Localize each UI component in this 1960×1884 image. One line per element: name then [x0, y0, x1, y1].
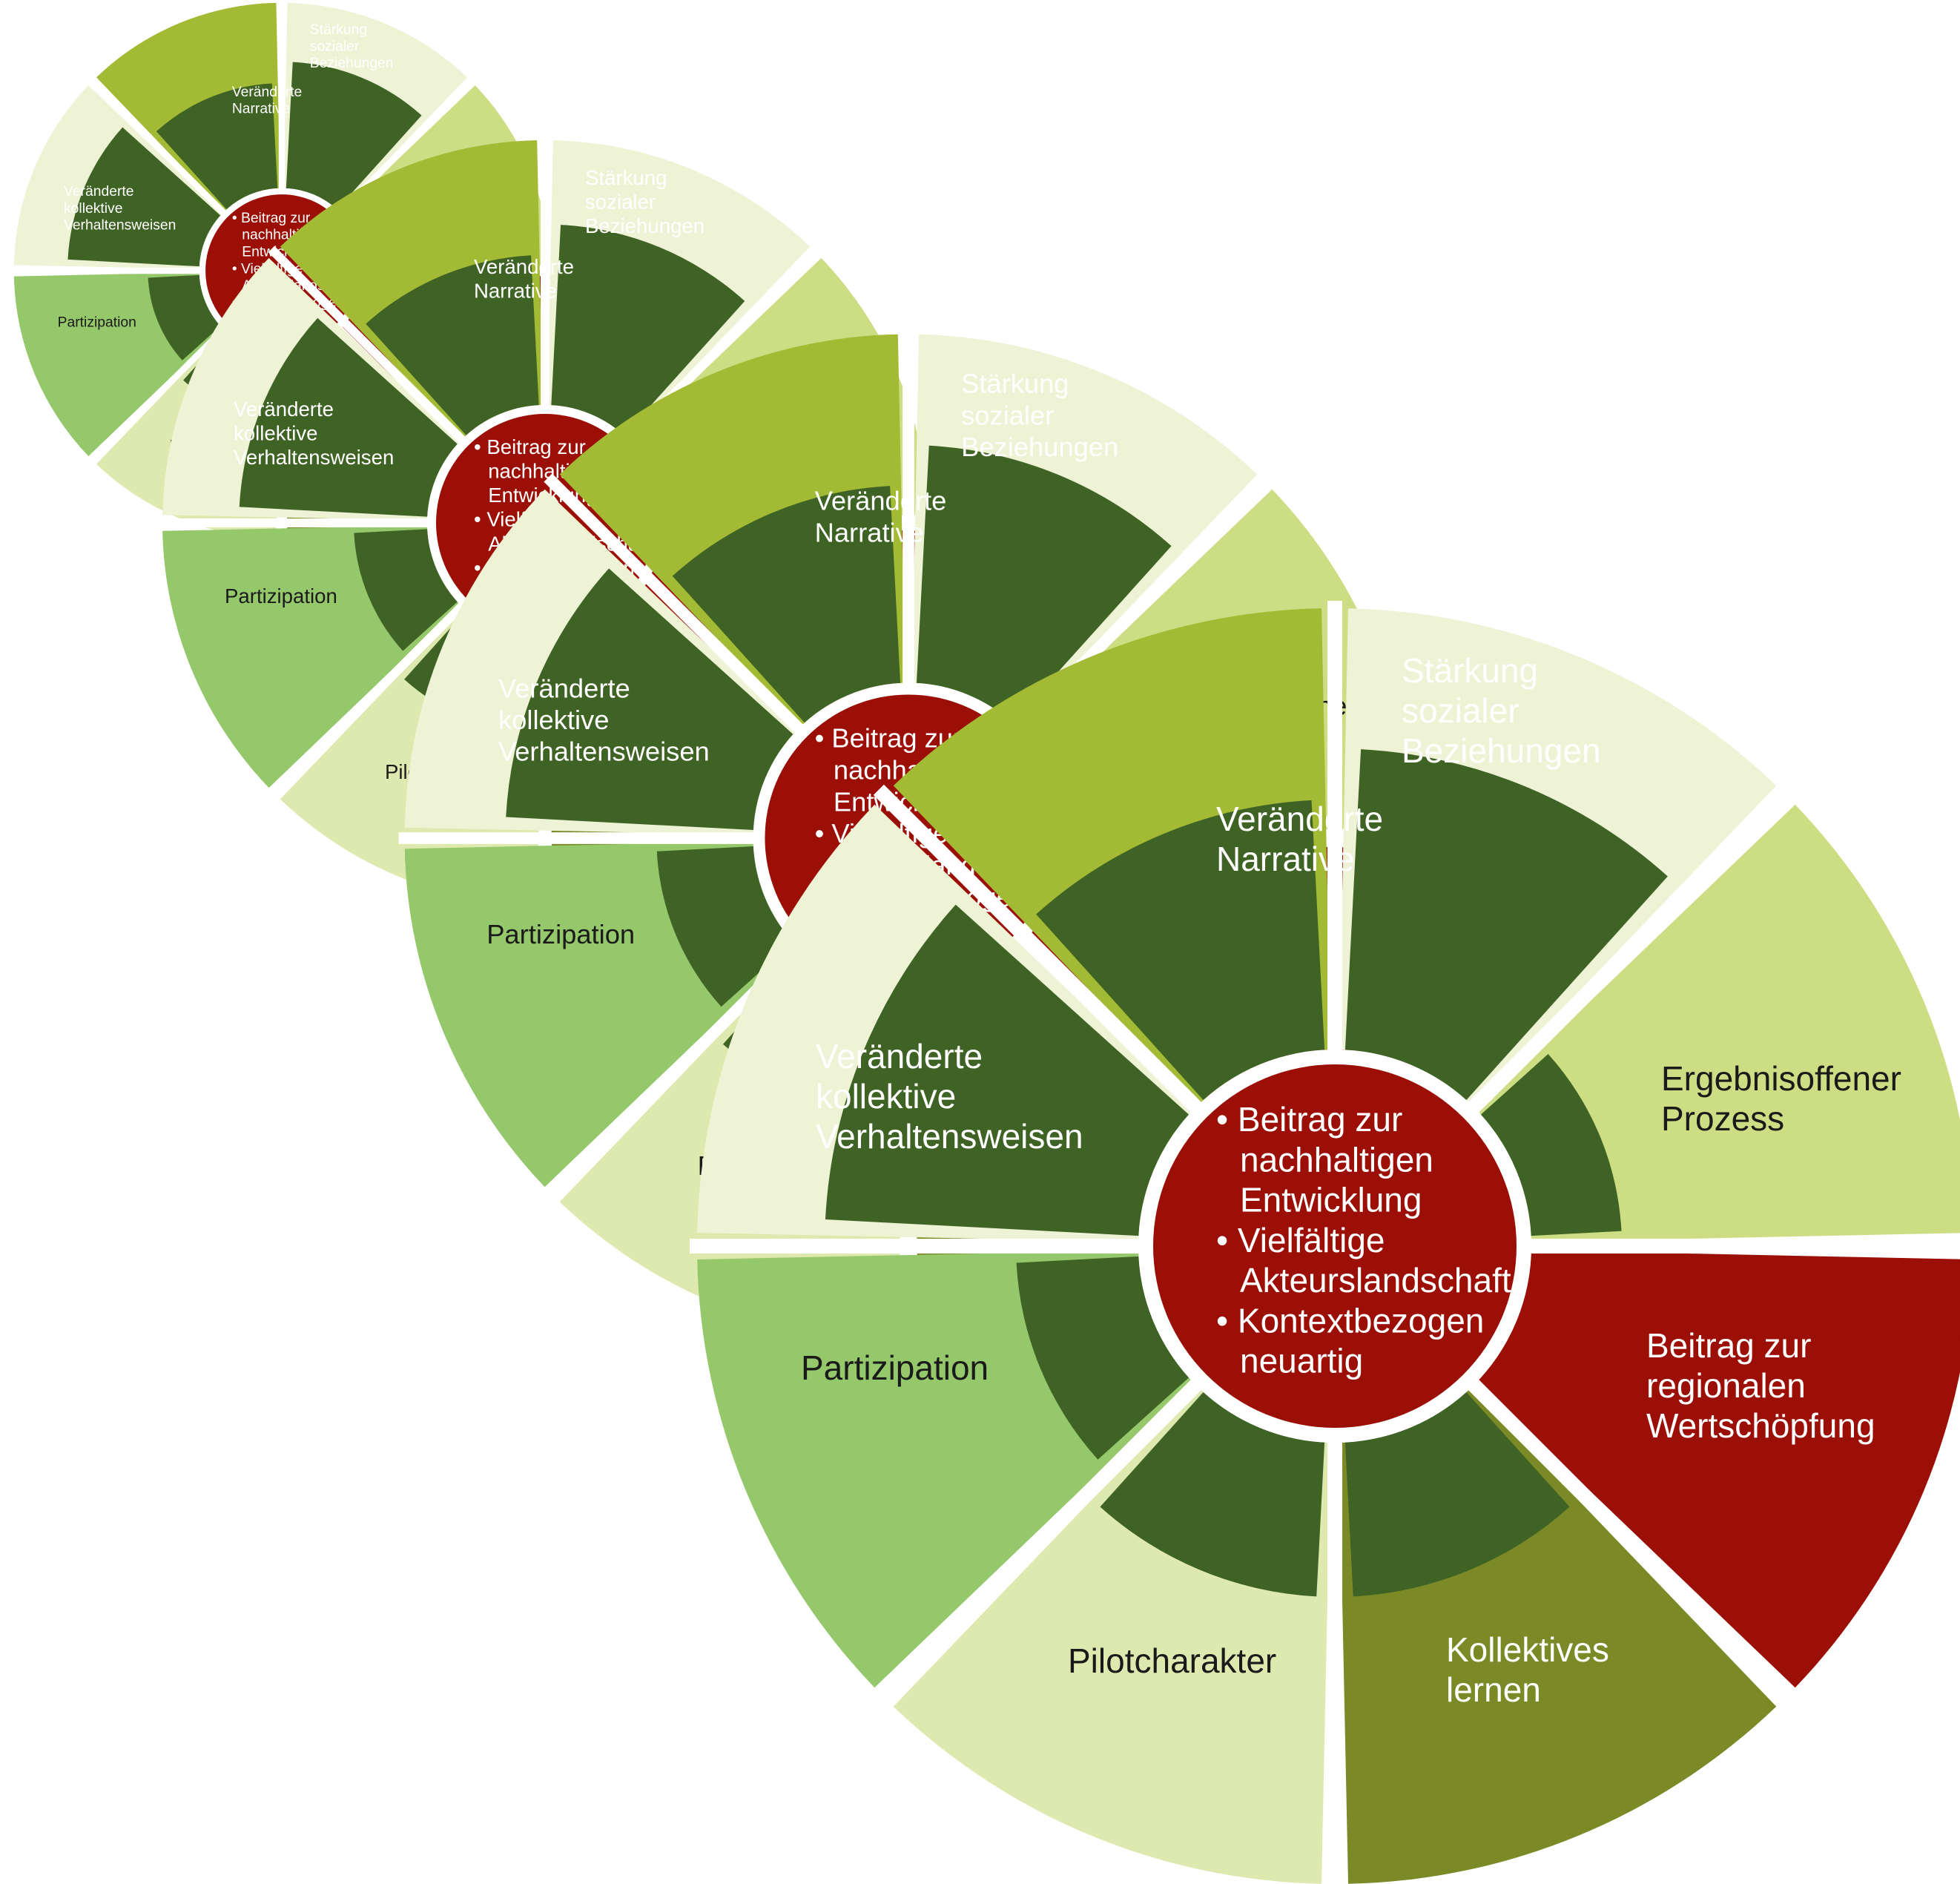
lime-banner: [102, 3, 275, 116]
inner-segment: [156, 83, 278, 210]
center-circle: [1153, 1064, 1517, 1428]
inner-segment: [1036, 800, 1325, 1101]
inner-segment: [672, 486, 901, 723]
inner-segment: [286, 62, 422, 210]
inner-segment: [656, 846, 793, 1007]
inner-segment: [916, 445, 1172, 723]
segment-participation: Partizipation: [58, 315, 136, 331]
inner-segment: [1016, 1256, 1189, 1460]
inner-segment: [366, 255, 539, 435]
inner-segment: [67, 127, 221, 267]
segment-participation: Partizipation: [225, 584, 337, 607]
lime-banner: [571, 335, 895, 547]
segment-participation: Partizipation: [801, 1348, 989, 1387]
inner-segment: [239, 317, 458, 517]
segment-participation: Partizipation: [486, 919, 635, 949]
inner-segment: [1480, 1256, 1960, 1669]
lime-banner: [288, 140, 535, 301]
inner-segment: [1344, 749, 1668, 1101]
inner-segment: [551, 225, 745, 435]
lime-banner: [908, 608, 1318, 877]
inner-segment: [1480, 1054, 1622, 1236]
inner-segment: [148, 274, 221, 360]
inner-segment: [354, 529, 458, 651]
inner-segment: [506, 568, 793, 831]
inner-segment: [825, 904, 1189, 1236]
segment-pilot: Pilotcharakter: [1068, 1641, 1276, 1680]
inner-segment: [1100, 1391, 1325, 1597]
inner-segment: [1344, 1391, 1570, 1597]
